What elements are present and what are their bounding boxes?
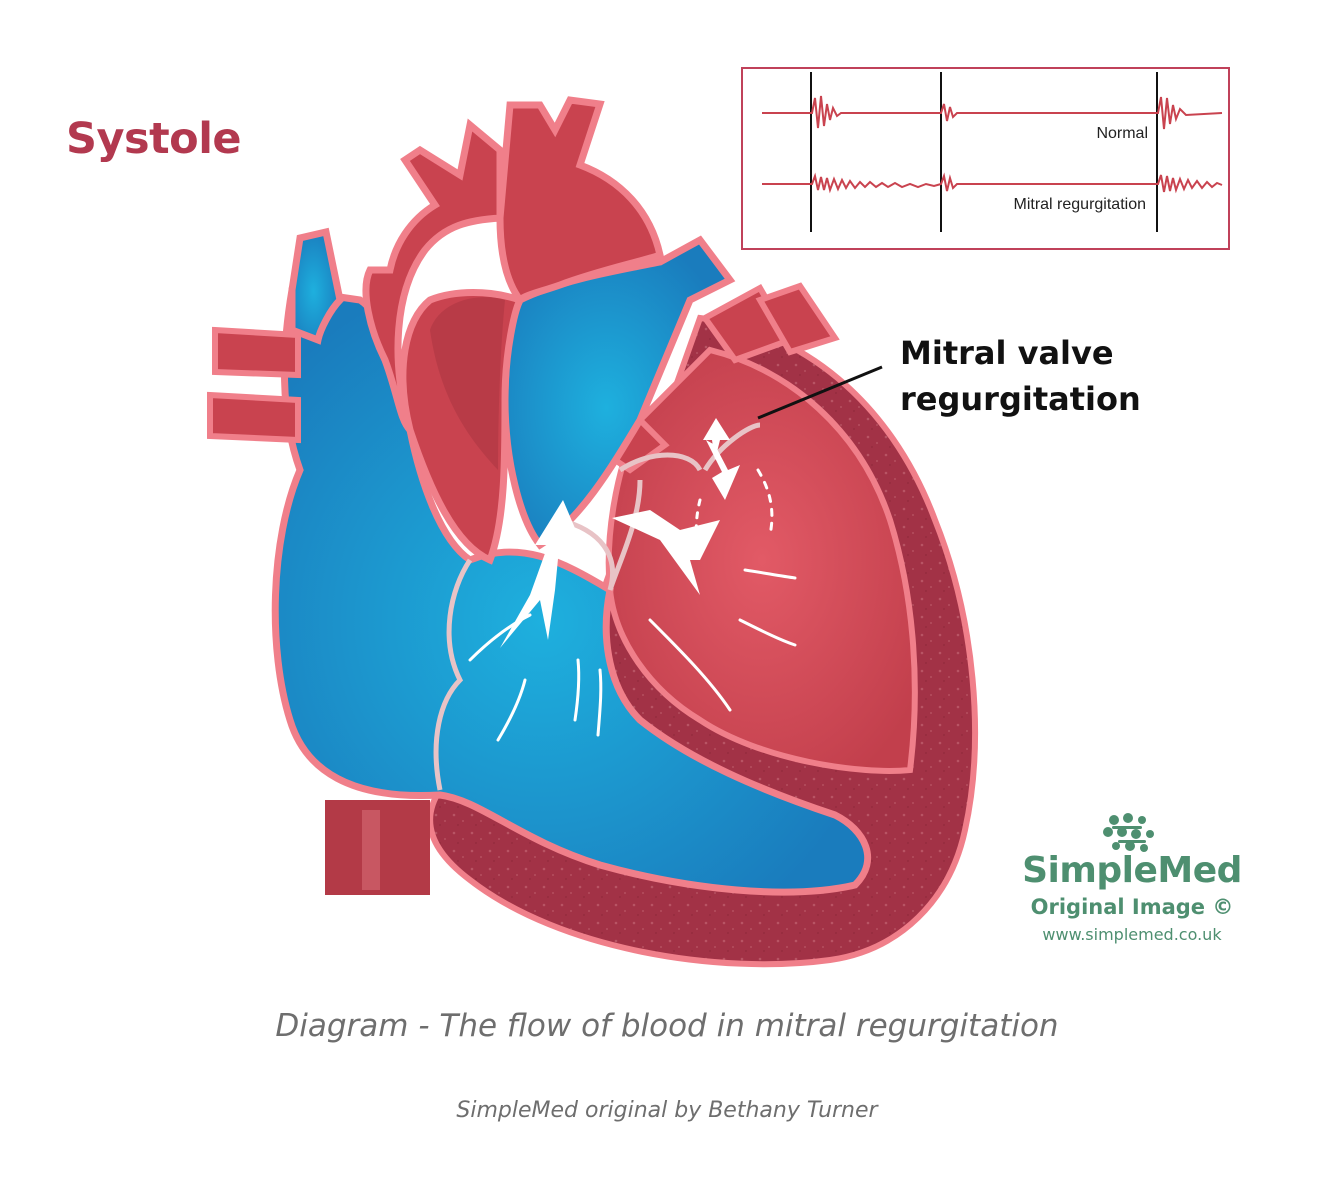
normal-trace-label: Normal [1096, 125, 1148, 142]
valves [433, 422, 761, 791]
phase-heading: Systole [66, 114, 242, 164]
left-atrium-arrow [703, 418, 730, 460]
flow-arrows [500, 418, 740, 648]
aorta [362, 96, 665, 443]
mitral-regurgitation-arrow [612, 510, 720, 595]
left-pulmonary-branches [207, 326, 301, 444]
tricuspid-flow-arrow [500, 500, 580, 648]
superior-vena-cava [288, 227, 344, 345]
brand-subtitle: Original Image © [1030, 895, 1234, 919]
flow-streaks [468, 468, 797, 742]
simplemed-logo-icon [1103, 813, 1154, 852]
mr-trace [762, 172, 1223, 194]
brand-name: SimpleMed [1022, 850, 1242, 891]
ivc-highlight [362, 810, 380, 890]
aortic-shadow [430, 297, 505, 470]
mitral-regurgitation-callout: Mitral valve regurgitation [900, 330, 1141, 422]
callout-line-1: Mitral valve [900, 334, 1114, 372]
callout-leader [757, 365, 883, 420]
normal-trace [762, 95, 1223, 130]
inset-border [741, 67, 1230, 250]
callout-line-2: regurgitation [900, 380, 1141, 418]
inset-panel: Normal Mitral regurgitation [741, 67, 1230, 250]
brand-url: www.simplemed.co.uk [1042, 925, 1222, 944]
figure-credit: SimpleMed original by Bethany Turner [456, 1098, 878, 1123]
mr-trace-label: Mitral regurgitation [1014, 196, 1147, 213]
pulmonary-veins [594, 282, 840, 474]
right-heart [271, 286, 872, 896]
brand-block: SimpleMed Original Image © www.simplemed… [1000, 850, 1264, 948]
figure-caption: Diagram - The flow of blood in mitral re… [275, 1008, 1059, 1044]
